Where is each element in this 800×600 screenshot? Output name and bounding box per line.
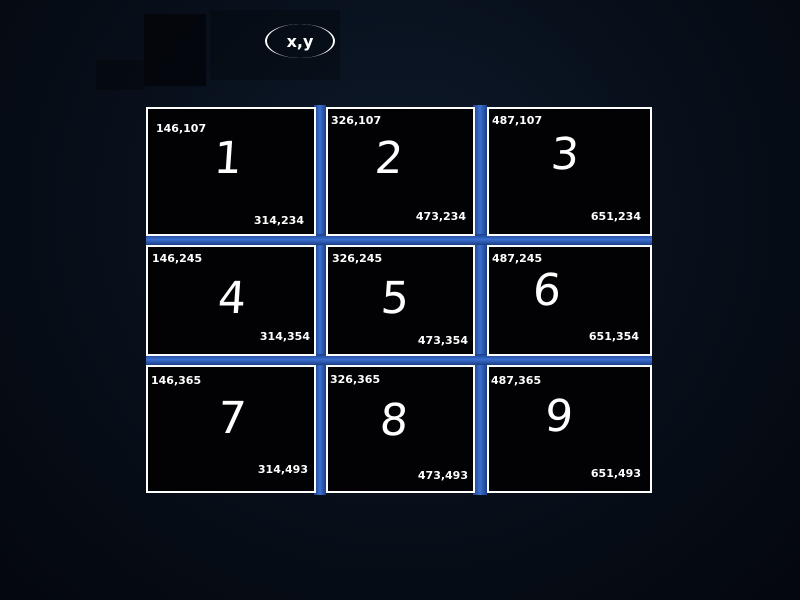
cell-number: 5 [379, 273, 411, 324]
bottom-right-coordinate: 651,234 [590, 210, 641, 223]
top-left-coordinate: 146,107 [156, 122, 207, 135]
bottom-right-coordinate: 473,234 [415, 210, 466, 223]
horizontal-separator-bar [146, 354, 652, 365]
cell-number: 6 [531, 265, 563, 316]
grid-cell-5[interactable]: 326,245 5 473,354 [326, 245, 475, 356]
cell-number: 1 [212, 133, 244, 184]
cell-number: 3 [549, 129, 581, 180]
bottom-right-coordinate: 473,493 [417, 469, 468, 482]
bottom-right-coordinate: 651,354 [588, 330, 639, 343]
vertical-separator-bar [314, 105, 326, 495]
grid-cell-8[interactable]: 326,365 8 473,493 [326, 365, 475, 493]
top-left-coordinate: 146,365 [151, 374, 202, 387]
cell-number: 7 [216, 393, 248, 444]
grid-cell-4[interactable]: 146,245 4 314,354 [146, 245, 316, 356]
top-left-coordinate: 326,107 [331, 114, 382, 127]
grid-cell-6[interactable]: 487,245 6 651,354 [487, 245, 652, 356]
top-left-coordinate: 487,245 [492, 252, 543, 265]
top-left-coordinate: 326,365 [330, 373, 381, 386]
background-shadow-block [96, 60, 144, 90]
top-left-coordinate: 326,245 [332, 252, 383, 265]
bottom-right-coordinate: 314,234 [253, 214, 304, 227]
grid-cell-2[interactable]: 326,107 2 473,234 [326, 107, 475, 236]
bottom-right-coordinate: 314,354 [259, 330, 310, 343]
bottom-right-coordinate: 651,493 [590, 467, 641, 480]
horizontal-separator-bar [146, 234, 652, 245]
cell-number: 9 [543, 391, 575, 442]
cell-number: 8 [378, 395, 410, 446]
grid-cell-7[interactable]: 146,365 7 314,493 [146, 365, 316, 493]
bottom-right-coordinate: 314,493 [257, 463, 308, 476]
grid-cell-1[interactable]: 146,107 1 314,234 [146, 107, 316, 236]
vertical-separator-bar [473, 105, 487, 495]
grid-cell-9[interactable]: 487,365 9 651,493 [487, 365, 652, 493]
background-shadow-block [144, 14, 206, 86]
bottom-right-coordinate: 473,354 [417, 334, 468, 347]
grid-cell-3[interactable]: 487,107 3 651,234 [487, 107, 652, 236]
coordinate-format-label: x,y [265, 24, 335, 58]
top-left-coordinate: 487,365 [491, 374, 542, 387]
cell-number: 2 [373, 133, 405, 184]
top-left-coordinate: 146,245 [152, 252, 203, 265]
cell-number: 4 [216, 273, 248, 324]
top-left-coordinate: 487,107 [492, 114, 543, 127]
